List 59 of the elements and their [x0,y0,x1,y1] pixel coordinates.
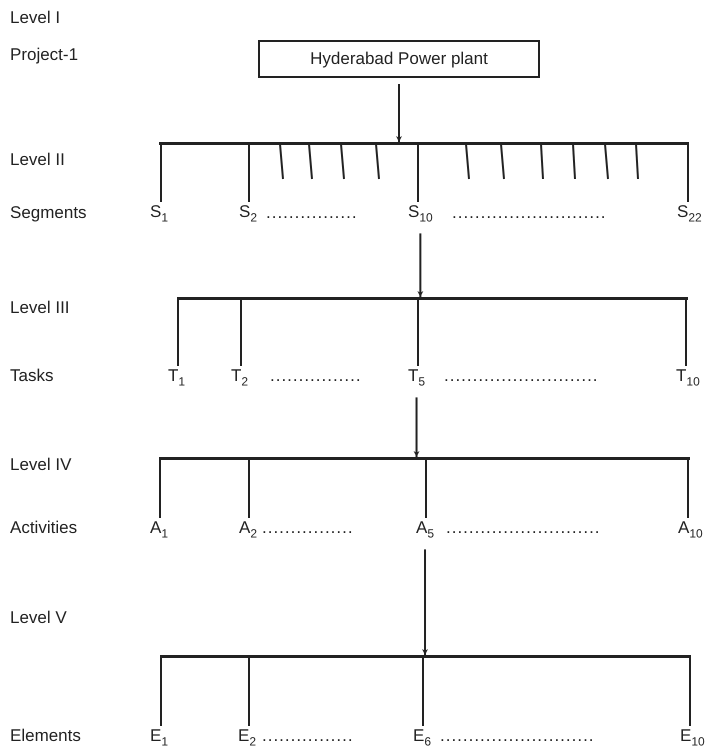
bracket-bar [160,655,691,658]
connector-line [240,300,242,366]
item-label: S$_{1}$ [150,202,168,228]
connector-line [689,658,691,726]
level-name: Project-1 [10,45,78,65]
dotted-leader: ................ [266,203,358,223]
item-label: T$_{10}$ [676,366,700,392]
connector-line [160,658,162,726]
arrow [417,233,424,297]
level-label: Level III [10,298,70,318]
dotted-leader: ................ [270,366,362,386]
bracket-bar [177,297,688,300]
item-label: A$_{5}$ [416,518,434,544]
connector-line [422,658,424,726]
connector-line [687,460,689,518]
connector-line [160,145,162,202]
connector-line [685,300,687,366]
item-label: S$_{10}$ [408,202,433,228]
bracket-bar [159,142,689,145]
level-label: Level V [10,608,67,628]
arrow [396,84,402,142]
item-label: A$_{10}$ [678,518,703,544]
dotted-leader: ........................... [452,203,607,223]
item-label: T$_{5}$ [408,366,426,392]
item-label: S$_{2}$ [239,202,258,228]
arrow [422,549,428,655]
level-name: Segments [10,203,87,223]
item-label: E$_{6}$ [413,726,432,752]
connector-line [159,460,161,518]
item-label: E$_{10}$ [680,726,705,752]
connector-line [248,658,250,726]
dotted-leader: ........................... [440,726,595,746]
item-label: A$_{2}$ [239,518,258,544]
item-label: T$_{2}$ [231,366,248,392]
connector-line [687,145,689,202]
arrow [414,397,420,457]
dotted-leader: ................ [262,518,354,538]
level-name: Tasks [10,366,54,386]
level-name: Elements [10,726,81,746]
connector-line [248,145,250,202]
item-label: A$_{1}$ [150,518,168,544]
connector-line [425,460,427,518]
connector-line [417,145,419,202]
connector-line [177,300,179,366]
connector-line [417,300,419,366]
level-label: Level IV [10,455,72,475]
dotted-leader: ................ [262,726,354,746]
item-label: E$_{1}$ [150,726,168,752]
item-label: E$_{2}$ [238,726,256,752]
item-label: S$_{22}$ [677,202,702,228]
dotted-leader: ........................... [444,366,599,386]
dotted-leader: ........................... [446,518,601,538]
project-box: Hyderabad Power plant [258,40,540,78]
bracket-bar [159,457,690,460]
level-name: Activities [10,518,78,538]
level-label: Level I [10,8,60,28]
level-label: Level II [10,150,65,170]
connector-line [248,460,250,518]
item-label: T$_{1}$ [168,366,186,392]
